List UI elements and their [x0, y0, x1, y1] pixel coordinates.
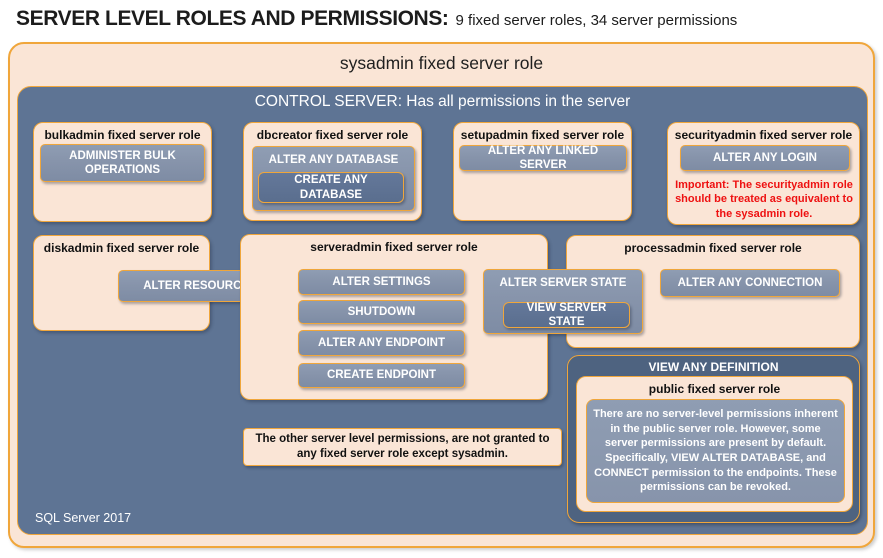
sql-server-version-label: SQL Server 2017 — [35, 511, 132, 525]
permission-create-endpoint: CREATE ENDPOINT — [298, 363, 465, 388]
role-header-public: public fixed server role — [648, 382, 781, 396]
permission-view-any-definition: VIEW ANY DEFINITION public fixed server … — [567, 355, 860, 523]
control-server-label: CONTROL SERVER: Has all permissions in t… — [254, 93, 631, 110]
permission-alter-server-state-label: ALTER SERVER STATE — [499, 277, 627, 289]
permission-create-any-database: CREATE ANY DATABASE — [258, 172, 404, 203]
role-header-setupadmin: setupadmin fixed server role — [460, 128, 625, 142]
page-title: SERVER LEVEL ROLES AND PERMISSIONS: 9 fi… — [16, 7, 737, 31]
role-header-securityadmin: securityadmin fixed server role — [674, 128, 853, 142]
role-header-processadmin: processadmin fixed server role — [624, 241, 802, 255]
role-box-securityadmin: securityadmin fixed server role — [667, 122, 860, 225]
permission-alter-any-endpoint: ALTER ANY ENDPOINT — [298, 330, 465, 356]
permission-alter-any-database-label: ALTER ANY DATABASE — [268, 154, 399, 166]
permission-view-server-state: VIEW SERVER STATE — [503, 302, 630, 328]
permission-administer-bulk-operations: ADMINISTER BULK OPERATIONS — [40, 144, 205, 182]
permission-alter-any-login: ALTER ANY LOGIN — [680, 145, 850, 171]
securityadmin-warning-note: Important: The securityadmin role should… — [675, 179, 853, 220]
role-header-bulkadmin: bulkadmin fixed server role — [44, 128, 201, 142]
role-header-serveradmin: serveradmin fixed server role — [310, 240, 478, 254]
permission-alter-any-connection: ALTER ANY CONNECTION — [660, 269, 840, 297]
page-title-subtitle: 9 fixed server roles, 34 server permissi… — [455, 12, 738, 29]
role-box-public: public fixed server role There are no se… — [576, 376, 853, 512]
role-box-setupadmin: setupadmin fixed server role — [453, 122, 632, 221]
role-label-sysadmin: sysadmin fixed server role — [339, 53, 544, 73]
permission-view-any-definition-label: VIEW ANY DEFINITION — [648, 360, 779, 374]
role-header-dbcreator: dbcreator fixed server role — [256, 128, 409, 142]
permission-alter-settings: ALTER SETTINGS — [298, 269, 465, 295]
permission-alter-any-linked-server: ALTER ANY LINKED SERVER — [459, 145, 627, 171]
public-role-description: There are no server-level permissions in… — [586, 399, 845, 503]
page-title-main: SERVER LEVEL ROLES AND PERMISSIONS: — [16, 7, 449, 30]
other-permissions-note: The other server level permissions, are … — [243, 428, 562, 466]
permission-shutdown: SHUTDOWN — [298, 300, 465, 324]
role-header-diskadmin: diskadmin fixed server role — [43, 241, 200, 255]
